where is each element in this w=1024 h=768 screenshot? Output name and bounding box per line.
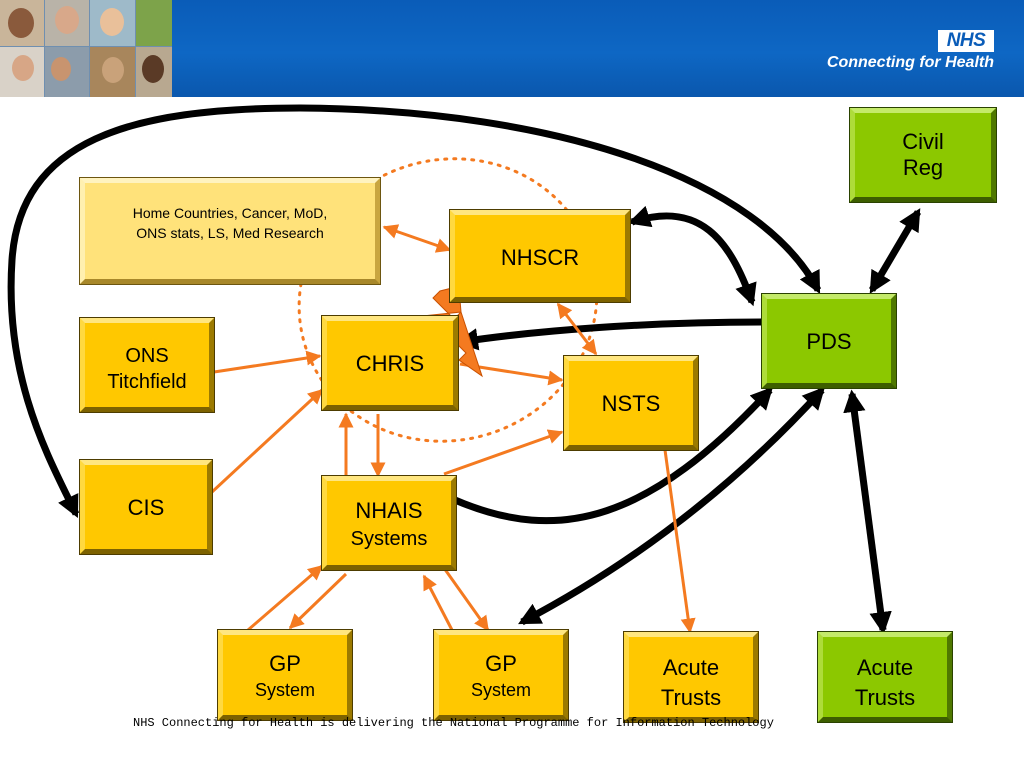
arrow-nhais-nsts bbox=[443, 429, 564, 476]
box-home-countries-line2: ONS stats, LS, Med Research bbox=[136, 225, 324, 241]
arrow-nhais-gp2 bbox=[442, 567, 490, 632]
box-acute2-line1: Acute bbox=[856, 655, 914, 680]
nhs-logo: NHS bbox=[938, 30, 994, 52]
staff-photo-collage bbox=[0, 0, 172, 97]
arrow-ons-chris bbox=[213, 350, 322, 374]
staff-photo bbox=[45, 47, 89, 97]
box-acute1-line2: Trusts bbox=[660, 685, 722, 710]
arrow-gp1-nhais bbox=[247, 564, 324, 632]
box-chris: CHRIS bbox=[322, 316, 458, 410]
arrow-pds-acute bbox=[843, 389, 892, 635]
staff-photo bbox=[136, 0, 172, 46]
box-acute-trusts-1: Acute Trusts bbox=[624, 632, 758, 722]
arrow-pds-nhscr bbox=[627, 205, 757, 307]
box-pds-label: PDS bbox=[806, 329, 852, 354]
footer-text: NHS Connecting for Health is delivering … bbox=[133, 716, 774, 730]
box-civil-reg-line1: Civil bbox=[902, 129, 944, 154]
box-home-countries: Home Countries, Cancer, MoD, ONS stats, … bbox=[80, 178, 380, 284]
box-gp-system-2: GP System bbox=[434, 630, 568, 720]
box-gp1-line1: GP bbox=[269, 651, 301, 676]
arrow-pds-to-chris bbox=[455, 318, 763, 351]
staff-photo bbox=[45, 0, 89, 46]
box-ons-titchfield-line1: ONS bbox=[125, 345, 169, 367]
box-nhais-line2: Systems bbox=[350, 528, 428, 550]
box-home-countries-line1: Home Countries, Cancer, MoD, bbox=[132, 205, 328, 221]
arrow-home-nhscr bbox=[382, 224, 452, 253]
box-nsts-label: NSTS bbox=[601, 391, 661, 416]
box-civil-reg-line2: Reg bbox=[902, 155, 944, 180]
box-gp-system-1: GP System bbox=[218, 630, 352, 720]
box-ons-titchfield-line2: Titchfield bbox=[107, 371, 187, 393]
box-pds: PDS bbox=[762, 294, 896, 388]
arrow-nhscr-nsts bbox=[556, 302, 598, 356]
box-nhais-line1: NHAIS bbox=[355, 498, 423, 523]
box-gp2-line2: System bbox=[470, 680, 531, 700]
box-gp2-line1: GP bbox=[485, 651, 517, 676]
box-ons-titchfield: ONS Titchfield bbox=[80, 318, 214, 412]
staff-photo bbox=[90, 47, 135, 97]
box-gp1-line2: System bbox=[254, 680, 315, 700]
arrow-nsts-acute bbox=[663, 449, 696, 634]
header-banner: NHS Connecting for Health bbox=[0, 0, 1024, 97]
box-acute-trusts-2: Acute Trusts bbox=[818, 632, 952, 722]
box-cis: CIS bbox=[80, 460, 212, 554]
box-cis-label: CIS bbox=[127, 495, 165, 520]
arrow-civilreg-pds bbox=[868, 208, 922, 294]
header-tagline: Connecting for Health bbox=[826, 54, 994, 71]
staff-photo bbox=[136, 47, 172, 97]
staff-photo bbox=[0, 0, 44, 46]
box-nsts: NSTS bbox=[564, 356, 698, 450]
arrow-pds-to-cis bbox=[7, 104, 822, 519]
box-nhais-systems: NHAIS Systems bbox=[322, 476, 456, 570]
arrow-gp-pds bbox=[518, 386, 826, 626]
arrow-nhais-gp1 bbox=[288, 572, 348, 630]
box-acute1-line1: Acute bbox=[662, 655, 720, 680]
box-nhscr: NHSCR bbox=[450, 210, 630, 302]
box-nhscr-label: NHSCR bbox=[500, 245, 580, 270]
staff-photo bbox=[0, 47, 44, 97]
box-acute2-line2: Trusts bbox=[854, 685, 916, 710]
box-civil-reg: Civil Reg bbox=[850, 108, 996, 202]
staff-photo bbox=[90, 0, 135, 46]
arrow-cis-chris bbox=[210, 388, 324, 494]
box-chris-label: CHRIS bbox=[355, 351, 425, 376]
arrow-gp2-nhais bbox=[422, 574, 454, 631]
